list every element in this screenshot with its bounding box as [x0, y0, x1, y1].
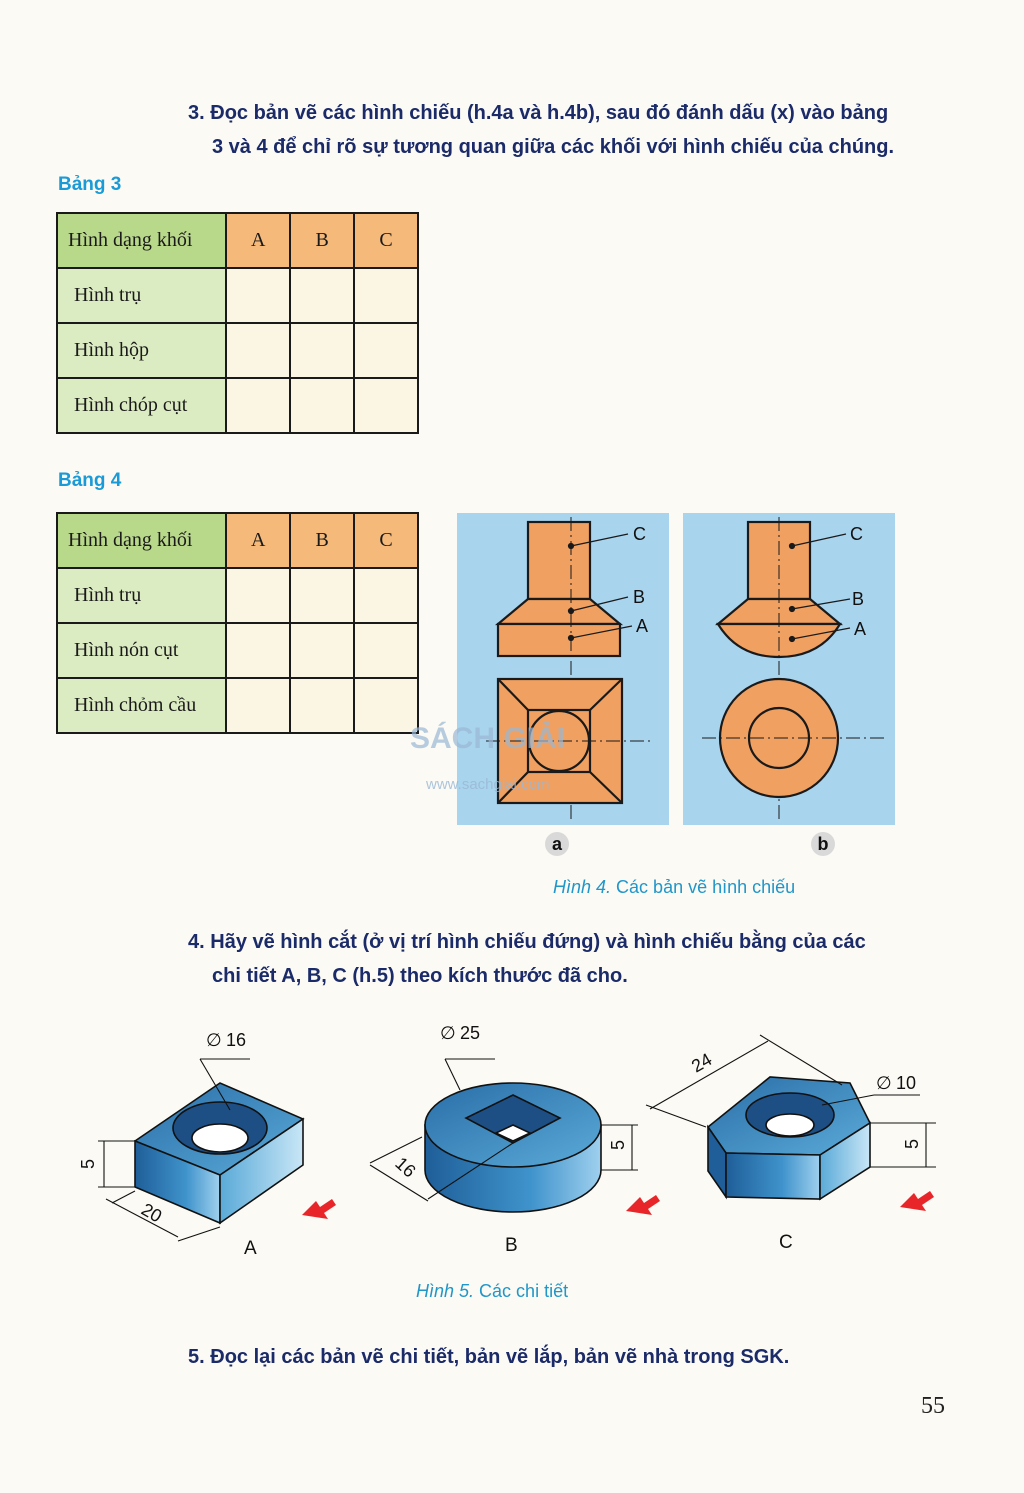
- table-3-cell[interactable]: [353, 322, 419, 379]
- page-number: 55: [921, 1393, 945, 1419]
- table-3-header-b: B: [289, 212, 356, 269]
- table-4-row-label: Hình nón cụt: [55, 622, 228, 679]
- part-b-height: 5: [608, 1140, 628, 1150]
- table-4-cell[interactable]: [353, 567, 419, 624]
- task-3-number: 3.: [188, 102, 205, 124]
- part-c-side: 24: [688, 1049, 715, 1076]
- part-b: [424, 1082, 602, 1213]
- watermark-logo: SÁCH GIẢI: [410, 721, 565, 755]
- part-a-diameter: 16: [226, 1030, 246, 1050]
- view-arrow-icon: [626, 1195, 660, 1215]
- task-3-line1: Đọc bản vẽ các hình chiếu (h.4a và h.4b)…: [210, 102, 889, 124]
- panel-a-label: a: [545, 832, 569, 856]
- fig4a-label-b: B: [633, 587, 645, 607]
- part-c-label: C: [779, 1232, 793, 1253]
- task-5-number: 5.: [188, 1346, 205, 1368]
- table-4-header-a: A: [225, 512, 292, 569]
- table-4-row-label: Hình trụ: [55, 567, 228, 624]
- fig4b-label-c: C: [850, 524, 863, 544]
- task-5-text: Đọc lại các bản vẽ chi tiết, bản vẽ lắp,…: [210, 1346, 790, 1368]
- table-3-cell[interactable]: [289, 267, 356, 324]
- table-4-cell[interactable]: [289, 567, 356, 624]
- fig4a-label-c: C: [633, 524, 646, 544]
- table-3: Hình dạng khối A B C Hình trụ Hình hộp H…: [55, 212, 419, 434]
- part-b-diameter-symbol: ∅: [440, 1023, 456, 1043]
- figure-5-caption-text: Các chi tiết: [474, 1281, 569, 1301]
- table-3-row-label: Hình hộp: [55, 322, 228, 379]
- part-a-diameter-symbol: ∅: [206, 1030, 222, 1050]
- table-3-cell[interactable]: [353, 267, 419, 324]
- view-arrow-icon: [302, 1199, 336, 1219]
- part-c: [706, 1076, 872, 1201]
- panel-a-front-view: [494, 520, 624, 658]
- table-3-cell[interactable]: [353, 377, 419, 434]
- view-arrow-icon: [900, 1191, 934, 1211]
- watermark-url: www.sachgiai.com: [425, 776, 549, 793]
- task-4-number: 4.: [188, 931, 205, 953]
- table-3-cell[interactable]: [225, 322, 292, 379]
- table-3-header-c: C: [353, 212, 419, 269]
- table-3-cell[interactable]: [289, 322, 356, 379]
- table-4-header-c: C: [353, 512, 419, 569]
- fig4b-label-b: B: [852, 589, 864, 609]
- part-b-diameter: 25: [460, 1023, 480, 1043]
- figure-5-caption-prefix: Hình 5.: [416, 1281, 475, 1301]
- table-4-caption: Bảng 4: [58, 470, 122, 491]
- task-4-line1: Hãy vẽ hình cắt (ở vị trí hình chiếu đứn…: [210, 931, 866, 953]
- table-3-header-a: A: [225, 212, 292, 269]
- part-c-diameter: 10: [896, 1073, 916, 1093]
- table-3-header-shape: Hình dạng khối: [55, 212, 228, 269]
- part-a-label: A: [244, 1238, 257, 1259]
- figure-4-caption: Hình 4. Các bản vẽ hình chiếu: [553, 877, 795, 898]
- table-4-cell[interactable]: [289, 677, 356, 734]
- figure-5-caption: Hình 5. Các chi tiết: [416, 1281, 568, 1302]
- table-4-header-b: B: [289, 512, 356, 569]
- figure-5-parts: ∅ 16 5 20 ∅ 25 5 16: [78, 1023, 936, 1242]
- fig4b-label-a: A: [854, 619, 866, 639]
- table-4-row-label: Hình chỏm cầu: [55, 677, 228, 734]
- table-3-cell[interactable]: [225, 377, 292, 434]
- task-3: 3. Đọc bản vẽ các hình chiếu (h.4a và h.…: [188, 96, 968, 164]
- table-4-cell[interactable]: [225, 567, 292, 624]
- table-3-row-label: Hình trụ: [55, 267, 228, 324]
- table-4-cell[interactable]: [289, 622, 356, 679]
- figure-4-drawings: C B A C B A SÁCH GIẢI www.sachgiai.com: [410, 513, 895, 825]
- figure-4-caption-text: Các bản vẽ hình chiếu: [611, 877, 796, 897]
- panel-b-label: b: [811, 832, 835, 856]
- task-4-line2: chi tiết A, B, C (h.5) theo kích thước đ…: [212, 965, 628, 987]
- table-4-cell[interactable]: [353, 677, 419, 734]
- figure-4-caption-prefix: Hình 4.: [553, 877, 612, 897]
- table-3-cell[interactable]: [225, 267, 292, 324]
- table-3-cell[interactable]: [289, 377, 356, 434]
- part-a-side: 20: [138, 1199, 165, 1226]
- part-a: [133, 1082, 305, 1225]
- table-4-cell[interactable]: [225, 677, 292, 734]
- fig4a-label-a: A: [636, 616, 648, 636]
- table-4: Hình dạng khối A B C Hình trụ Hình nón c…: [55, 512, 419, 734]
- table-3-row-label: Hình chóp cụt: [55, 377, 228, 434]
- table-4-cell[interactable]: [353, 622, 419, 679]
- part-c-height: 5: [902, 1139, 922, 1149]
- part-b-side: 16: [391, 1153, 419, 1181]
- part-b-label: B: [505, 1235, 518, 1256]
- table-4-cell[interactable]: [225, 622, 292, 679]
- task-4: 4. Hãy vẽ hình cắt (ở vị trí hình chiếu …: [188, 925, 968, 993]
- task-3-line2: 3 và 4 để chỉ rõ sự tương quan giữa các …: [212, 136, 895, 158]
- table-3-caption: Bảng 3: [58, 174, 122, 195]
- part-c-diameter-symbol: ∅: [876, 1073, 892, 1093]
- table-4-header-shape: Hình dạng khối: [55, 512, 228, 569]
- part-a-height: 5: [78, 1159, 98, 1169]
- task-5: 5. Đọc lại các bản vẽ chi tiết, bản vẽ l…: [188, 1340, 968, 1374]
